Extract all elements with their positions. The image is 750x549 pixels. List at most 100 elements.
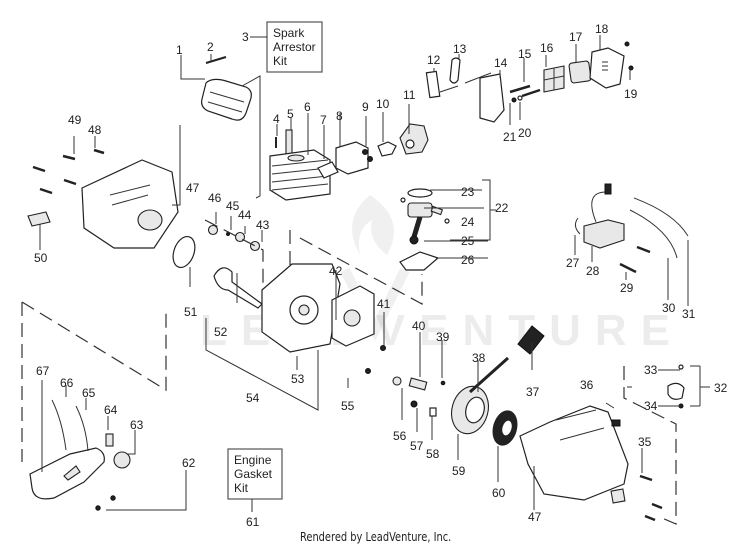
recoil-spring-part[interactable] [489, 408, 521, 449]
callout-38[interactable]: 38 [472, 351, 486, 365]
callout-56[interactable]: 56 [393, 429, 407, 443]
callout-57[interactable]: 57 [410, 439, 424, 453]
callout-55[interactable]: 55 [341, 399, 355, 413]
o-ring-part[interactable] [169, 234, 199, 271]
screw-part[interactable] [440, 380, 446, 386]
screw-part[interactable] [39, 187, 53, 195]
crankcase-gasket-part[interactable] [399, 251, 440, 271]
callout-31[interactable]: 31 [682, 307, 696, 321]
clamp-part[interactable] [27, 211, 51, 227]
callout-33[interactable]: 33 [644, 363, 658, 377]
callout-3[interactable]: 3 [242, 30, 249, 44]
callout-53[interactable]: 53 [291, 372, 305, 386]
callout-49[interactable]: 49 [68, 113, 82, 127]
screw-part[interactable] [410, 400, 418, 408]
callout-54[interactable]: 54 [246, 391, 260, 405]
screw-part[interactable] [624, 41, 630, 47]
callout-62[interactable]: 62 [182, 456, 196, 470]
carburetor-part[interactable] [399, 123, 429, 155]
screw-part[interactable] [110, 495, 116, 501]
screw-part[interactable] [95, 505, 101, 511]
callout-52[interactable]: 52 [214, 325, 228, 339]
callout-47[interactable]: 47 [186, 181, 200, 195]
callout-13[interactable]: 13 [453, 42, 467, 56]
air-filter-cover-part[interactable] [589, 47, 625, 89]
callout-59[interactable]: 59 [452, 464, 466, 478]
callout-22[interactable]: 22 [495, 201, 509, 215]
screw-part[interactable] [367, 156, 373, 162]
air-filter-base-part[interactable] [479, 73, 505, 123]
piston-ring-part[interactable] [407, 188, 433, 198]
screw-part[interactable] [362, 149, 368, 155]
screw-part[interactable] [651, 502, 663, 510]
callout-2[interactable]: 2 [207, 40, 214, 54]
ground-wire-part[interactable] [629, 209, 678, 259]
callout-27[interactable]: 27 [566, 256, 580, 270]
screw-part[interactable] [509, 84, 531, 94]
callout-47-rear[interactable]: 47 [528, 510, 542, 524]
callout-18[interactable]: 18 [595, 22, 609, 36]
callout-30[interactable]: 30 [662, 301, 676, 315]
callout-60[interactable]: 60 [492, 486, 506, 500]
starter-rope-part[interactable] [468, 356, 510, 394]
bearing-part[interactable] [234, 231, 246, 243]
callout-66[interactable]: 66 [60, 376, 74, 390]
callout-37[interactable]: 37 [526, 385, 540, 399]
callout-19[interactable]: 19 [624, 87, 638, 101]
screw-part[interactable] [380, 345, 386, 351]
washer-part[interactable] [517, 95, 523, 101]
callout-28[interactable]: 28 [586, 264, 600, 278]
stop-wire-part[interactable] [633, 197, 689, 237]
bearing-part[interactable] [249, 240, 261, 252]
screw-part[interactable] [365, 368, 371, 374]
screw-part[interactable] [205, 56, 227, 64]
callout-21[interactable]: 21 [503, 130, 517, 144]
screw-part[interactable] [639, 474, 653, 482]
callout-48[interactable]: 48 [88, 123, 102, 137]
circlip-part[interactable] [400, 197, 406, 203]
callout-36[interactable]: 36 [580, 378, 594, 392]
callout-26[interactable]: 26 [461, 253, 475, 267]
callout-5[interactable]: 5 [287, 107, 294, 121]
callout-12[interactable]: 12 [427, 53, 441, 67]
crankshaft-part[interactable] [213, 267, 263, 309]
bearing-housing-part[interactable] [331, 285, 375, 347]
circlip-part[interactable] [444, 218, 450, 224]
air-filter-part[interactable] [568, 60, 592, 84]
callout-64[interactable]: 64 [104, 403, 118, 417]
callout-67[interactable]: 67 [36, 364, 50, 378]
callout-39[interactable]: 39 [436, 330, 450, 344]
gasket-part[interactable] [425, 70, 441, 99]
callout-45[interactable]: 45 [226, 199, 240, 213]
screw-part[interactable] [63, 178, 77, 186]
screw-part[interactable] [678, 364, 684, 370]
callout-32[interactable]: 32 [714, 381, 728, 395]
callout-11[interactable]: 11 [403, 88, 416, 102]
fuel-line-part[interactable] [75, 405, 89, 452]
fuel-line-part[interactable] [51, 399, 67, 451]
fuel-cap-part[interactable] [113, 451, 131, 469]
washer-part[interactable] [392, 376, 402, 386]
ignition-module-part[interactable] [583, 183, 625, 249]
engine-gasket-kit-box[interactable]: Engine Gasket Kit [227, 448, 283, 512]
callout-63[interactable]: 63 [130, 418, 144, 432]
screw-part[interactable] [644, 514, 656, 522]
screw-part[interactable] [93, 148, 105, 155]
bolt-part[interactable] [408, 377, 428, 391]
muffler-cover-part[interactable] [201, 78, 252, 121]
screw-part[interactable] [521, 88, 541, 98]
callout-9[interactable]: 9 [362, 100, 369, 114]
choke-lever-part[interactable] [449, 57, 461, 84]
callout-1[interactable]: 1 [176, 43, 183, 57]
callout-61[interactable]: 61 [246, 515, 260, 529]
piston-part[interactable] [407, 202, 433, 245]
callout-14[interactable]: 14 [494, 56, 508, 70]
callout-24[interactable]: 24 [461, 215, 475, 229]
callout-8[interactable]: 8 [336, 109, 343, 123]
callout-29[interactable]: 29 [620, 281, 634, 295]
grommet-part[interactable] [574, 217, 581, 235]
starter-handle-part[interactable] [517, 325, 545, 355]
callout-65[interactable]: 65 [82, 386, 96, 400]
oil-seal-part[interactable] [207, 224, 219, 236]
callout-16[interactable]: 16 [540, 41, 554, 55]
